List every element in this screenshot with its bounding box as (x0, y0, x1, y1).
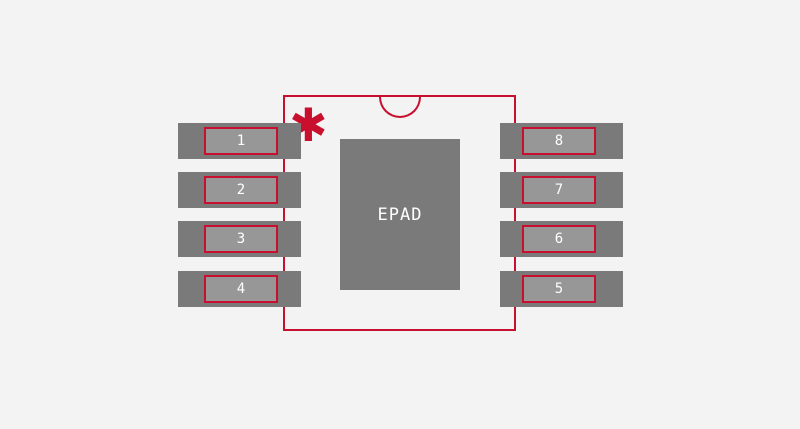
pin-2: 2 (204, 176, 278, 204)
pin-3-number: 3 (236, 231, 246, 247)
pin-6: 6 (522, 225, 596, 253)
pin-7-number: 7 (554, 182, 564, 198)
pin-8: 8 (522, 127, 596, 155)
epad-label: EPAD (377, 204, 423, 225)
pin-7: 7 (522, 176, 596, 204)
pad-right-8: 8 (500, 123, 623, 159)
pin-1-number: 1 (236, 133, 246, 149)
pin-4-number: 4 (236, 281, 246, 297)
pad-left-4: 4 (178, 271, 301, 307)
pad-left-3: 3 (178, 221, 301, 257)
pin-1: 1 (204, 127, 278, 155)
pin-8-number: 8 (554, 133, 564, 149)
pad-left-2: 2 (178, 172, 301, 208)
pad-right-5: 5 (500, 271, 623, 307)
package-body-outline (283, 95, 516, 331)
pad-right-6: 6 (500, 221, 623, 257)
pad-left-1: 1 (178, 123, 301, 159)
pin-3: 3 (204, 225, 278, 253)
pad-right-7: 7 (500, 172, 623, 208)
pin-6-number: 6 (554, 231, 564, 247)
pin-2-number: 2 (236, 182, 246, 198)
pin-5-number: 5 (554, 281, 564, 297)
pin-5: 5 (522, 275, 596, 303)
exposed-pad: EPAD (340, 139, 460, 290)
pin-4: 4 (204, 275, 278, 303)
